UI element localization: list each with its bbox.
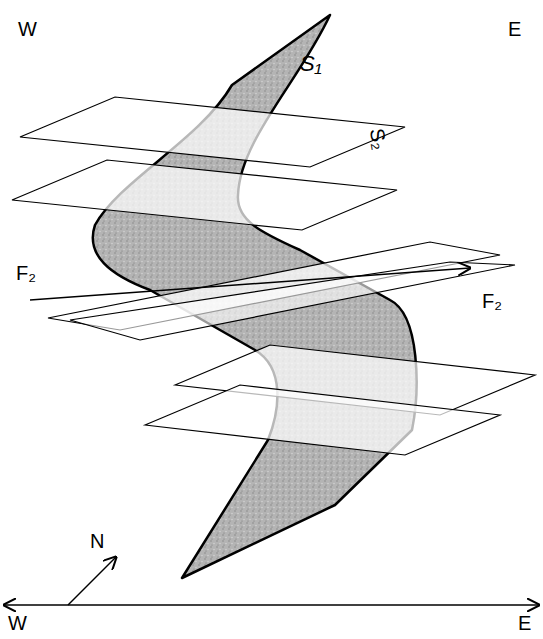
surface-label: S₂ [366,127,391,152]
direction-label: W [8,612,27,634]
fold-axis-label: F₂ [482,290,502,312]
direction-label: E [508,18,521,40]
direction-label: E [518,612,531,634]
direction-label: W [18,18,37,40]
s2-plane [20,97,405,167]
fold-axis-label: F₂ [16,262,36,284]
f2-axis [30,268,470,300]
f2-plane [70,262,515,340]
north-label: N [90,530,104,552]
s2-plane [12,160,397,230]
s2-plane [145,385,500,455]
west-east-arrow [4,604,539,606]
surface-label: S₁ [300,52,322,76]
north-arrow [68,557,116,605]
